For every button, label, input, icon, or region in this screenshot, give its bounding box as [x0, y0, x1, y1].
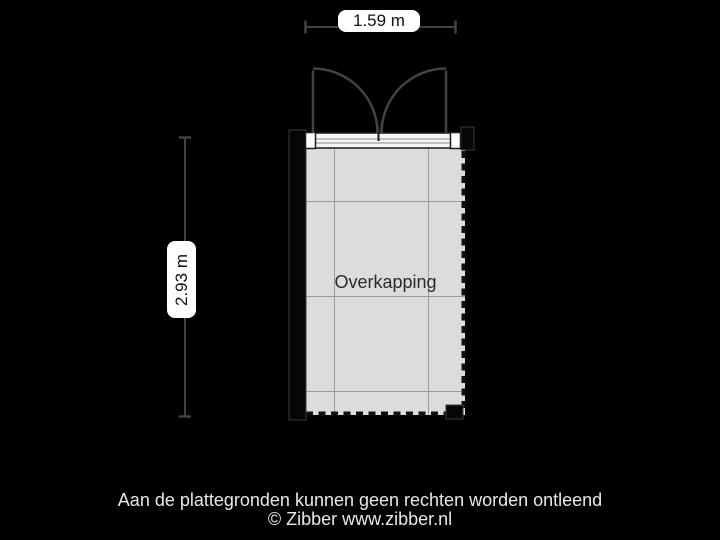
door-jamb-right	[449, 131, 462, 150]
footer: Aan de plattegronden kunnen geen rechten…	[0, 491, 720, 529]
double-door-icon	[311, 67, 448, 134]
disclaimer-text: Aan de plattegronden kunnen geen rechten…	[117, 490, 603, 510]
room-area	[306, 148, 465, 415]
top-right-wall-block	[460, 126, 475, 151]
bottom-right-post	[445, 404, 464, 420]
copyright-text: © Zibber www.zibber.nl	[267, 509, 453, 529]
room-name-label: Overkapping	[334, 272, 437, 292]
door-swing-arc-left	[312, 67, 379, 134]
door-threshold	[304, 126, 462, 150]
door-swing-arc-right	[380, 67, 447, 134]
door-jamb-left	[304, 131, 317, 150]
height-dimension-label: 2.93 m	[167, 241, 196, 318]
height-dimension-text: 2.93 m	[171, 253, 191, 306]
width-dimension-text: 1.59 m	[353, 11, 405, 30]
room-floor	[306, 148, 465, 415]
threshold-band	[305, 132, 462, 149]
width-dimension-label: 1.59 m	[338, 10, 420, 32]
left-wall	[288, 129, 307, 421]
